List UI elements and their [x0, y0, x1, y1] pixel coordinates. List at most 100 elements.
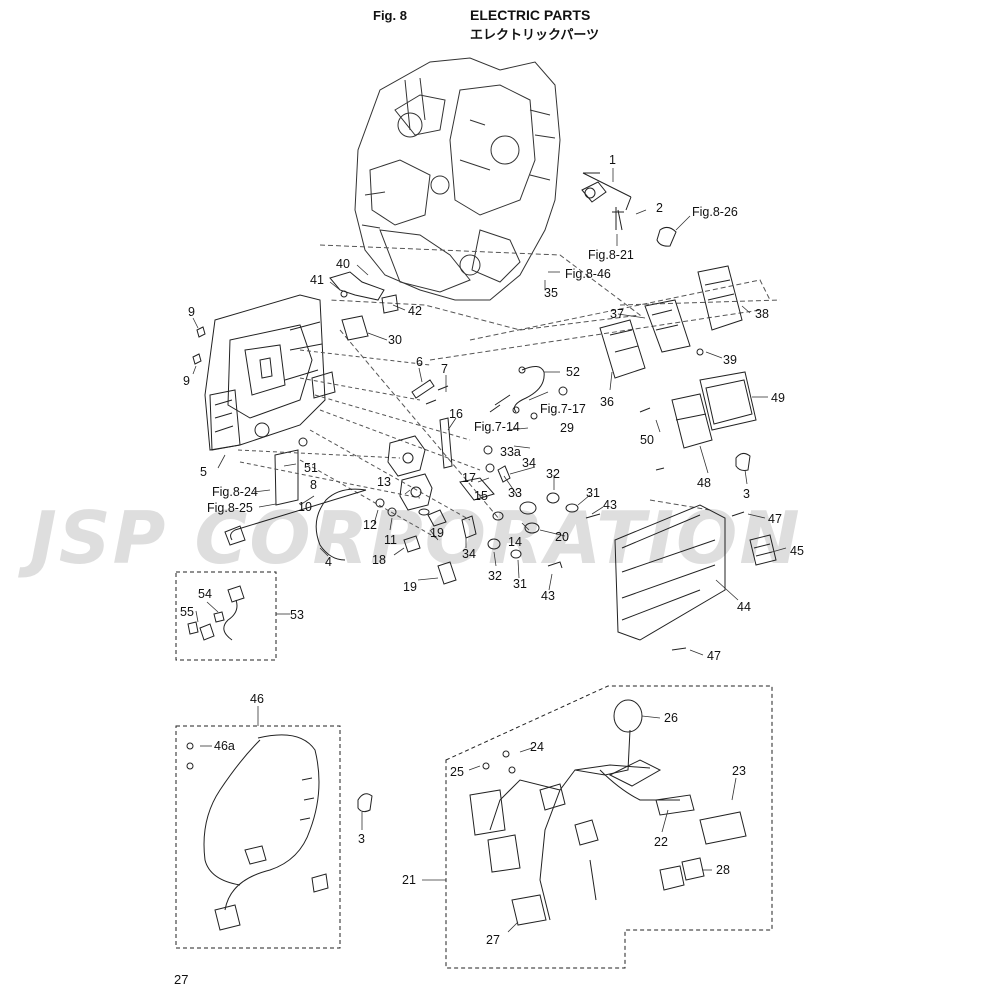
- callout-29: 29: [560, 421, 574, 435]
- engine-mounting-outline: [319, 244, 781, 521]
- callout-38: 38: [755, 307, 769, 321]
- ref-fig-7-17: Fig.7-17: [540, 402, 586, 416]
- callout-55: 55: [180, 605, 194, 619]
- callout-27: 27: [486, 933, 500, 947]
- sub-assembly-box-46: [175, 725, 341, 949]
- callout-3-left: 3: [358, 832, 365, 846]
- callout-19-top: 19: [430, 526, 444, 540]
- callout-5: 5: [200, 465, 207, 479]
- callout-labels: 1 2 Fig.8-26 Fig.8-21 Fig.8-46 35 40 41 …: [180, 153, 804, 947]
- callout-40: 40: [336, 257, 350, 271]
- callout-34-top: 34: [522, 456, 536, 470]
- cover-44: [614, 504, 777, 651]
- fasteners-row: [375, 492, 601, 585]
- callout-47-top: 47: [768, 512, 782, 526]
- callout-17: 17: [462, 471, 476, 485]
- callout-53: 53: [290, 608, 304, 622]
- callout-21: 21: [402, 873, 416, 887]
- callout-43-bottom: 43: [541, 589, 555, 603]
- engine-block: [354, 57, 561, 301]
- wire-harness-46: [186, 734, 329, 931]
- electrical-bracket-housing: [204, 294, 336, 506]
- callout-10: 10: [298, 500, 312, 514]
- sensor-part-1: [581, 172, 677, 247]
- callout-50: 50: [640, 433, 654, 447]
- callout-45: 45: [790, 544, 804, 558]
- callout-3-right: 3: [743, 487, 750, 501]
- callout-41: 41: [310, 273, 324, 287]
- callout-44: 44: [737, 600, 751, 614]
- ref-fig-8-26: Fig.8-26: [692, 205, 738, 219]
- callout-13: 13: [377, 475, 391, 489]
- callout-28: 28: [716, 863, 730, 877]
- ref-fig-8-24: Fig.8-24: [212, 485, 258, 499]
- callout-39: 39: [723, 353, 737, 367]
- callout-leaders: [192, 168, 787, 933]
- callout-23: 23: [732, 764, 746, 778]
- cable-4: [230, 488, 367, 561]
- callout-37: 37: [610, 307, 624, 321]
- callout-1: 1: [609, 153, 616, 167]
- sub-assembly-box-21: [445, 685, 773, 969]
- module-48: [639, 371, 757, 471]
- callout-32-top: 32: [546, 467, 560, 481]
- ref-fig-8-46: Fig.8-46: [565, 267, 611, 281]
- gasket-30: [341, 315, 369, 341]
- bracket-40: [329, 271, 399, 314]
- callout-12: 12: [363, 518, 377, 532]
- callout-19-bottom: 19: [403, 580, 417, 594]
- callout-46a: 46a: [214, 739, 235, 753]
- figure-number: Fig. 8: [373, 8, 407, 23]
- callout-33: 33: [508, 486, 522, 500]
- callout-42: 42: [408, 304, 422, 318]
- callout-24: 24: [530, 740, 544, 754]
- ref-fig-8-21: Fig.8-21: [588, 248, 634, 262]
- ecu-36: [599, 265, 743, 379]
- callout-8: 8: [310, 478, 317, 492]
- callout-7: 7: [441, 362, 448, 376]
- callout-30: 30: [388, 333, 402, 347]
- connector-54: [187, 585, 245, 641]
- watermark: JSP CORPORATION: [30, 496, 802, 580]
- figure-title: ELECTRIC PARTS: [470, 7, 591, 23]
- ref-fig-7-14: Fig.7-14: [474, 420, 520, 434]
- bracket-6: [411, 379, 453, 469]
- callout-6: 6: [416, 355, 423, 369]
- callout-54: 54: [198, 587, 212, 601]
- assembly-leader-lines: [237, 349, 481, 541]
- callout-49: 49: [771, 391, 785, 405]
- callout-34-bottom: 34: [462, 547, 476, 561]
- callout-35: 35: [544, 286, 558, 300]
- callout-18: 18: [372, 553, 386, 567]
- callout-43-top: 43: [603, 498, 617, 512]
- callout-46: 46: [250, 692, 264, 706]
- callout-26: 26: [664, 711, 678, 725]
- callout-31-bottom: 31: [513, 577, 527, 591]
- callout-32-bottom: 32: [488, 569, 502, 583]
- callout-25: 25: [450, 765, 464, 779]
- cable-52: [513, 366, 545, 413]
- callout-36: 36: [600, 395, 614, 409]
- callout-9-top: 9: [188, 305, 195, 319]
- callout-15: 15: [474, 489, 488, 503]
- callout-31-top: 31: [586, 486, 600, 500]
- wire-harness-21: [469, 699, 747, 926]
- callout-22: 22: [654, 835, 668, 849]
- callout-48: 48: [697, 476, 711, 490]
- callout-9-bottom: 9: [183, 374, 190, 388]
- clip-3: [357, 793, 373, 813]
- bolts-9: [192, 326, 206, 365]
- callout-4: 4: [325, 555, 332, 569]
- callout-33a: 33a: [500, 445, 521, 459]
- callout-11: 11: [384, 533, 397, 547]
- callout-2: 2: [656, 201, 663, 215]
- callout-52: 52: [566, 365, 580, 379]
- callout-16: 16: [449, 407, 463, 421]
- sub-assembly-box-53: [175, 571, 277, 661]
- callout-14: 14: [508, 535, 522, 549]
- callout-51: 51: [304, 461, 318, 475]
- callout-47-bottom: 47: [707, 649, 721, 663]
- page-number: 27: [174, 972, 189, 987]
- figure-title-japanese: エレクトリックパーツ: [470, 27, 600, 42]
